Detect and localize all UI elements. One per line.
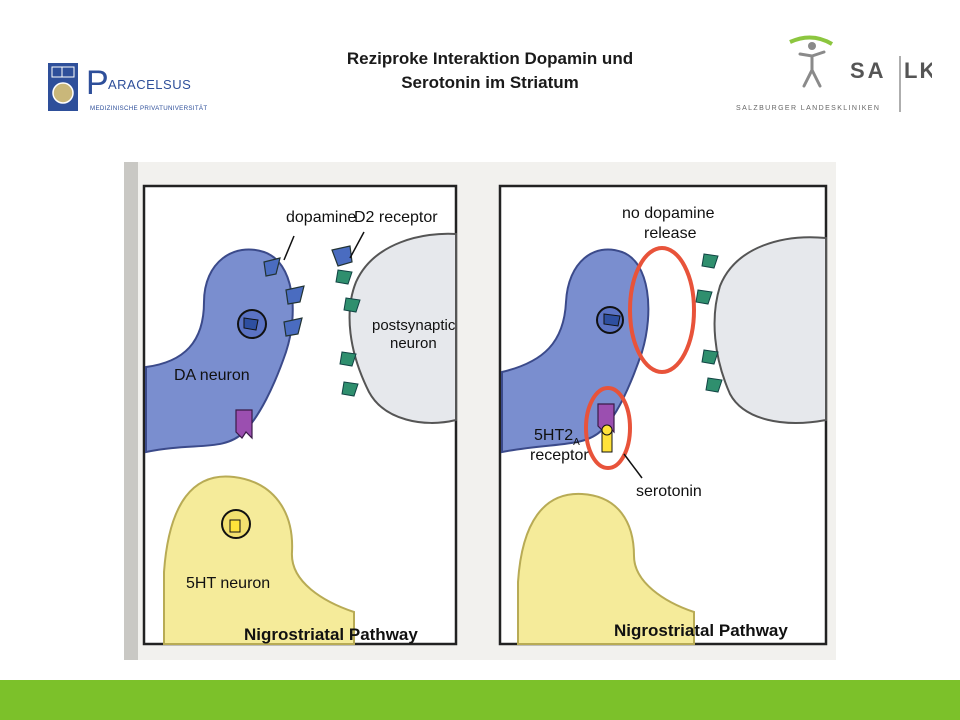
dopamine-molecule [263, 257, 281, 277]
salk-subtitle: SALZBURGER LANDESKLINIKEN [736, 105, 880, 112]
d2-receptor [343, 297, 361, 313]
bottom-accent-bar [0, 680, 960, 720]
label-no-dopamine: no dopamine [622, 205, 715, 222]
scan-shadow [124, 162, 138, 660]
logo-subtitle: MEDIZINISCHE PRIVATUNIVERSITÄT [90, 105, 207, 112]
d2-receptor-right [701, 253, 719, 269]
dopamine-pointer [283, 235, 295, 261]
salk-logo: SA LK SALZBURGER LANDESKLINIKEN [736, 35, 932, 112]
serotonin-pointer [623, 453, 643, 479]
no-release-circle [628, 246, 696, 374]
left-panel: dopamine D2 receptor postsynaptic neuron… [142, 184, 458, 646]
label-d2-receptor: D2 receptor [354, 209, 438, 226]
label-receptor: receptor [530, 447, 589, 464]
label-pathway-left: Nigrostriatal Pathway [244, 625, 418, 644]
5ht2a-receptor [235, 409, 253, 440]
title-line-2: Serotonin im Striatum [401, 73, 579, 92]
neuron-diagram: dopamine D2 receptor postsynaptic neuron… [124, 162, 836, 660]
logo-initial: P [86, 64, 109, 102]
label-da-neuron: DA neuron [174, 367, 250, 384]
d2-receptor [339, 351, 357, 367]
figure-icon [789, 35, 834, 88]
d2-receptor-right [701, 349, 719, 365]
dopamine-molecule [283, 317, 303, 337]
right-panel: no dopamine release 5HT2A receptor serot… [498, 184, 828, 646]
page-title: Reziproke Interaktion Dopamin und Seroto… [280, 47, 700, 95]
label-dopamine: dopamine [286, 209, 356, 226]
label-5ht-neuron: 5HT neuron [186, 575, 270, 592]
d2-pointer [349, 231, 365, 259]
label-5ht2a: 5HT2A [534, 427, 580, 448]
title-line-1: Reziproke Interaktion Dopamin und [346, 49, 634, 68]
d2-receptor-right [705, 377, 723, 393]
label-postsynaptic: postsynaptic [372, 317, 456, 334]
label-postsynaptic-neuron: neuron [390, 335, 437, 352]
postsynaptic-neuron-right [713, 236, 827, 424]
paracelsus-logo: P ARACELSUS MEDIZINISCHE PRIVATUNIVERSIT… [48, 63, 207, 112]
d2-receptor [341, 381, 359, 397]
d2-receptor-right [695, 289, 713, 305]
dopamine-molecule [285, 285, 305, 305]
label-pathway-right: Nigrostriatal Pathway [614, 621, 788, 640]
postsynaptic-neuron [348, 232, 457, 424]
5ht-neuron-right [517, 492, 695, 645]
d2-receptor [335, 269, 353, 285]
salk-letters-right: LK [904, 58, 932, 83]
label-serotonin: serotonin [636, 483, 702, 500]
salk-letters-left: SA [850, 58, 887, 83]
dopamine-molecule [331, 245, 353, 267]
receptor-circle [584, 386, 632, 470]
logo-name: ARACELSUS [108, 77, 191, 92]
5ht-neuron [163, 475, 355, 645]
da-neuron-right [501, 248, 650, 454]
label-release: release [644, 225, 697, 242]
